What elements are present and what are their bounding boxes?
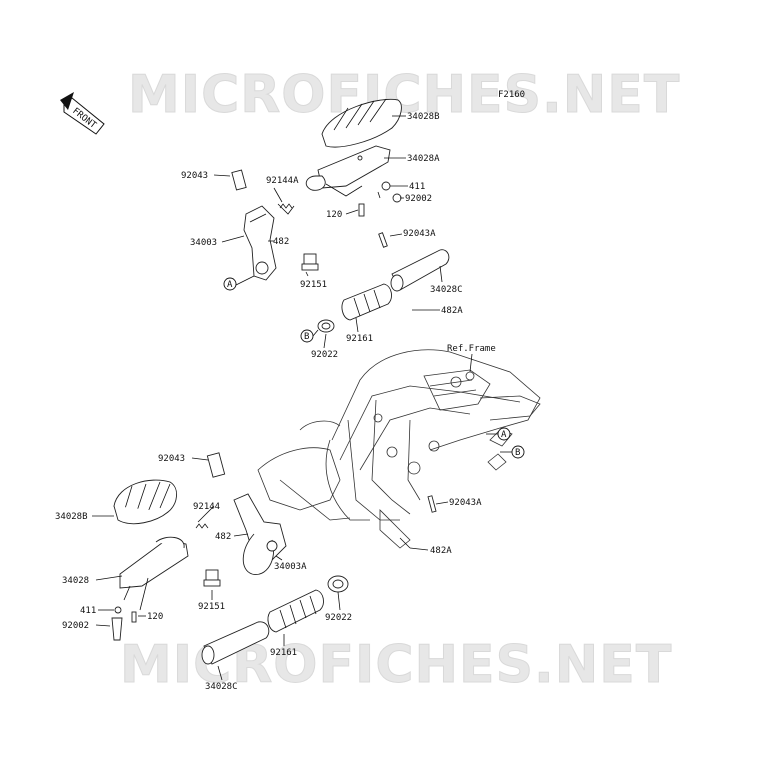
footpeg-bottom <box>119 536 189 611</box>
washer-411-bottom <box>114 606 122 614</box>
bolt-92002-bottom <box>111 617 123 641</box>
label-34003: 34003 <box>190 238 217 248</box>
label-120-top: 120 <box>326 210 342 220</box>
label-34028c-top: 34028C <box>430 285 463 295</box>
label-92151-bottom: 92151 <box>198 602 225 612</box>
split-pin-482a-bottom <box>399 537 411 549</box>
callout-b-right-label: B <box>515 448 520 458</box>
label-92161-top: 92161 <box>346 334 373 344</box>
label-92002-top: 92002 <box>405 194 432 204</box>
pin-92043-top <box>231 169 247 191</box>
grip-34028c-bottom <box>201 621 270 665</box>
label-92022-bottom: 92022 <box>325 613 352 623</box>
label-92144: 92144 <box>193 502 220 512</box>
bracket-34003 <box>243 205 277 281</box>
label-411-bottom: 411 <box>80 606 96 616</box>
callout-b-top-label: B <box>304 332 309 342</box>
bracket-34003a <box>233 493 287 575</box>
vehicle-frame <box>257 349 541 549</box>
label-411-top: 411 <box>409 182 425 192</box>
ref-frame-leader <box>469 353 473 373</box>
bolt-92151-top <box>301 253 319 271</box>
bolt-92002-top <box>392 193 402 203</box>
pin-92043a-bottom <box>427 495 437 513</box>
footpeg-rubber-top <box>321 98 402 148</box>
label-92151-top: 92151 <box>300 280 327 290</box>
label-92043a-bottom: 92043A <box>449 498 482 508</box>
washer-411-top <box>381 181 391 191</box>
label-482-bottom: 482 <box>215 532 231 542</box>
figure-code: F2160 <box>498 90 525 100</box>
callout-a-top <box>223 277 237 291</box>
bolt-120-bottom <box>131 611 137 623</box>
watermark-top: MICROFICHES.NET <box>128 65 680 125</box>
label-92144a: 92144A <box>266 176 299 186</box>
rubber-92161-bottom <box>267 589 324 633</box>
label-34028c-bottom: 34028C <box>205 682 238 692</box>
spring-92144a <box>279 203 293 209</box>
label-92043-bottom: 92043 <box>158 454 185 464</box>
bolt-120-top <box>358 203 365 217</box>
label-92043-top: 92043 <box>181 171 208 181</box>
pin-92043a-top <box>378 232 388 248</box>
label-92161-bottom: 92161 <box>270 648 297 658</box>
label-34028-bottom: 34028 <box>62 576 89 586</box>
watermark-bottom: MICROFICHES.NET <box>120 635 672 695</box>
footpeg-rubber-bottom <box>113 479 177 525</box>
spring-92144 <box>195 523 209 529</box>
label-34003a: 34003A <box>274 562 307 572</box>
label-92022-top: 92022 <box>311 350 338 360</box>
label-34028b-top: 34028B <box>407 112 440 122</box>
footpeg-top <box>305 145 391 197</box>
label-34028a: 34028A <box>407 154 440 164</box>
callout-a-right-label: A <box>501 430 507 440</box>
grip-34028c-top <box>390 249 450 292</box>
bolt-92151-bottom <box>203 569 221 587</box>
callout-a-top-label: A <box>227 280 233 290</box>
label-482a-bottom: 482A <box>430 546 452 556</box>
part-labels: 34028B 34028A 411 92002 120 92043 92144A… <box>55 112 482 692</box>
rubber-92161-top <box>341 283 392 321</box>
label-482a-top: 482A <box>441 306 463 316</box>
label-34028b-bottom: 34028B <box>55 512 88 522</box>
leader-lines <box>92 115 512 681</box>
ref-frame-label: Ref.Frame <box>447 344 496 354</box>
label-120-bottom: 120 <box>147 612 163 622</box>
pin-92043-bottom <box>206 452 226 478</box>
front-arrow-icon: FRONT <box>60 92 105 135</box>
label-92002-bottom: 92002 <box>62 621 89 631</box>
label-92043a-top: 92043A <box>403 229 436 239</box>
label-482-top: 482 <box>273 237 289 247</box>
